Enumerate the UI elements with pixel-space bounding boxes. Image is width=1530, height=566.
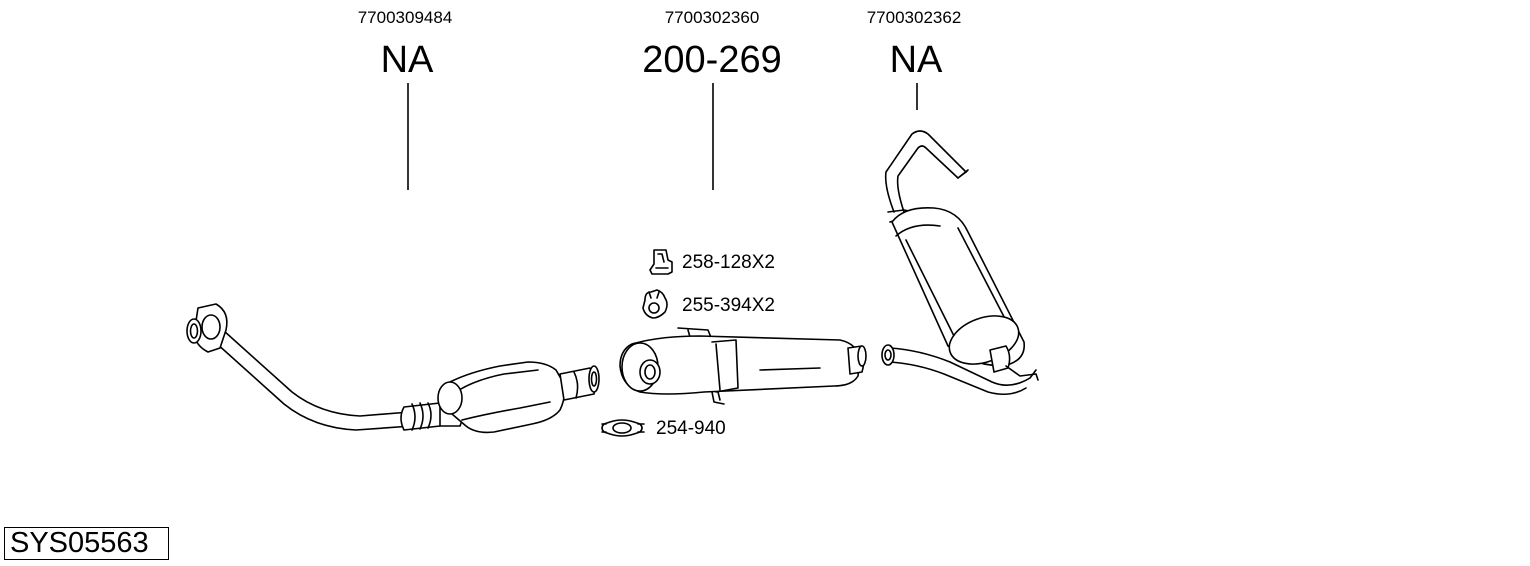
part-code[interactable]: NA [889,39,943,81]
part-oe-number: 7700302360 [664,8,760,27]
rubber-hanger-icon [649,249,673,275]
front-pipe-catalyst-drawing [186,303,600,434]
middle-silencer-drawing [619,327,867,405]
part-code[interactable]: 200-269 [642,39,782,81]
part-oe-number: 7700309484 [357,8,453,27]
accessory-label[interactable]: 254-940 [656,418,726,439]
pipe-clamp-icon [601,419,645,437]
accessory-label[interactable]: 258-128X2 [682,252,775,273]
part-code[interactable]: NA [380,39,434,81]
system-id-label: SYS05563 [4,527,169,560]
rubber-mounting-ring-icon [642,289,668,319]
part-oe-number: 7700302362 [866,8,962,27]
accessory-label[interactable]: 255-394X2 [682,295,775,316]
rear-silencer-drawing [881,130,1039,396]
